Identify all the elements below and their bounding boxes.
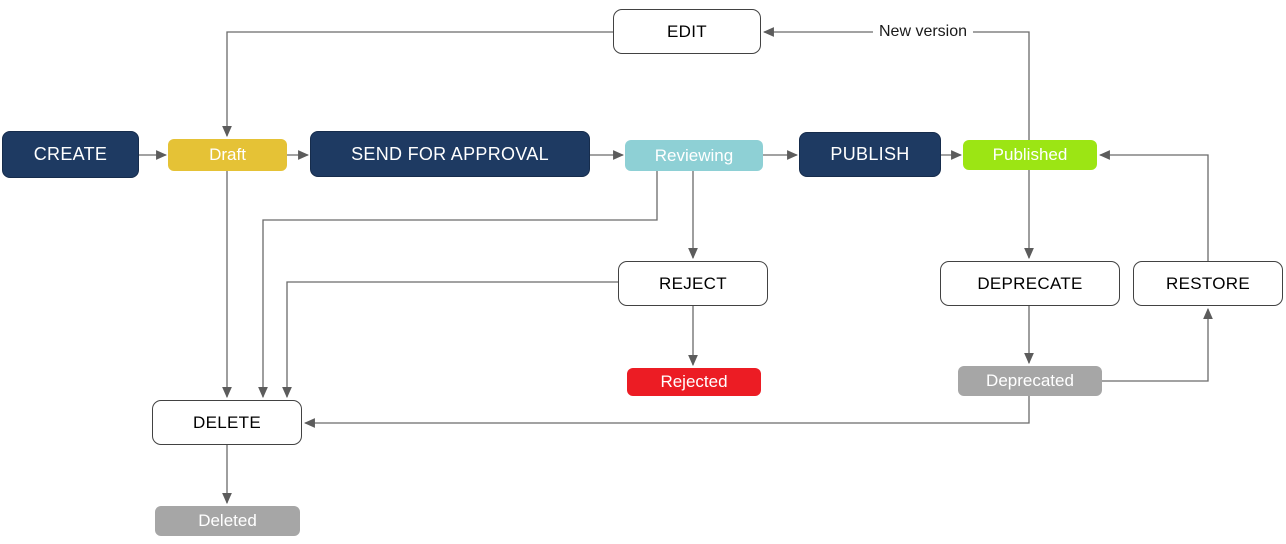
node-label-reviewing: Reviewing — [654, 145, 734, 165]
node-label-reject: REJECT — [659, 273, 727, 293]
node-label-edit: EDIT — [667, 21, 707, 41]
edge-reject-to-delete — [282, 281, 618, 399]
node-edit[interactable]: EDIT — [613, 9, 761, 54]
node-label-create: CREATE — [33, 144, 108, 164]
node-label-publish: PUBLISH — [830, 144, 910, 164]
node-label-published: Published — [992, 145, 1068, 164]
node-label-deprecated: Deprecated — [986, 371, 1074, 390]
node-label-delete: DELETE — [193, 412, 261, 432]
edge-edit-to-draft — [222, 31, 613, 138]
node-reject[interactable]: REJECT — [618, 261, 768, 306]
node-delete[interactable]: DELETE — [152, 400, 302, 445]
edge-reviewing-to-delete — [258, 171, 658, 399]
edge-published-to-edit-new-version — [762, 27, 1030, 140]
edge-label-new-version: New version — [872, 22, 974, 42]
node-deprecated[interactable]: Deprecated — [958, 366, 1102, 396]
edge-restore-to-published — [1098, 150, 1209, 261]
edge-deprecated-to-delete — [303, 396, 1030, 428]
node-draft[interactable]: Draft — [168, 139, 287, 171]
node-label-restore: RESTORE — [1166, 273, 1250, 293]
node-send-for-approval[interactable]: SEND FOR APPROVAL — [310, 131, 590, 177]
edges — [139, 27, 1213, 505]
node-create[interactable]: CREATE — [2, 131, 139, 178]
node-rejected[interactable]: Rejected — [627, 368, 761, 396]
node-label-deleted: Deleted — [198, 511, 257, 530]
node-label-draft: Draft — [209, 145, 246, 164]
node-publish[interactable]: PUBLISH — [799, 132, 941, 177]
edge-deprecated-to-restore — [1102, 307, 1213, 382]
node-deprecate[interactable]: DEPRECATE — [940, 261, 1120, 306]
node-reviewing[interactable]: Reviewing — [625, 140, 763, 171]
node-deleted[interactable]: Deleted — [155, 506, 300, 536]
node-published[interactable]: Published — [963, 140, 1097, 170]
node-label-send-for-approval: SEND FOR APPROVAL — [351, 143, 549, 164]
node-restore[interactable]: RESTORE — [1133, 261, 1283, 306]
node-label-deprecate: DEPRECATE — [977, 273, 1083, 293]
node-label-rejected: Rejected — [660, 372, 728, 391]
